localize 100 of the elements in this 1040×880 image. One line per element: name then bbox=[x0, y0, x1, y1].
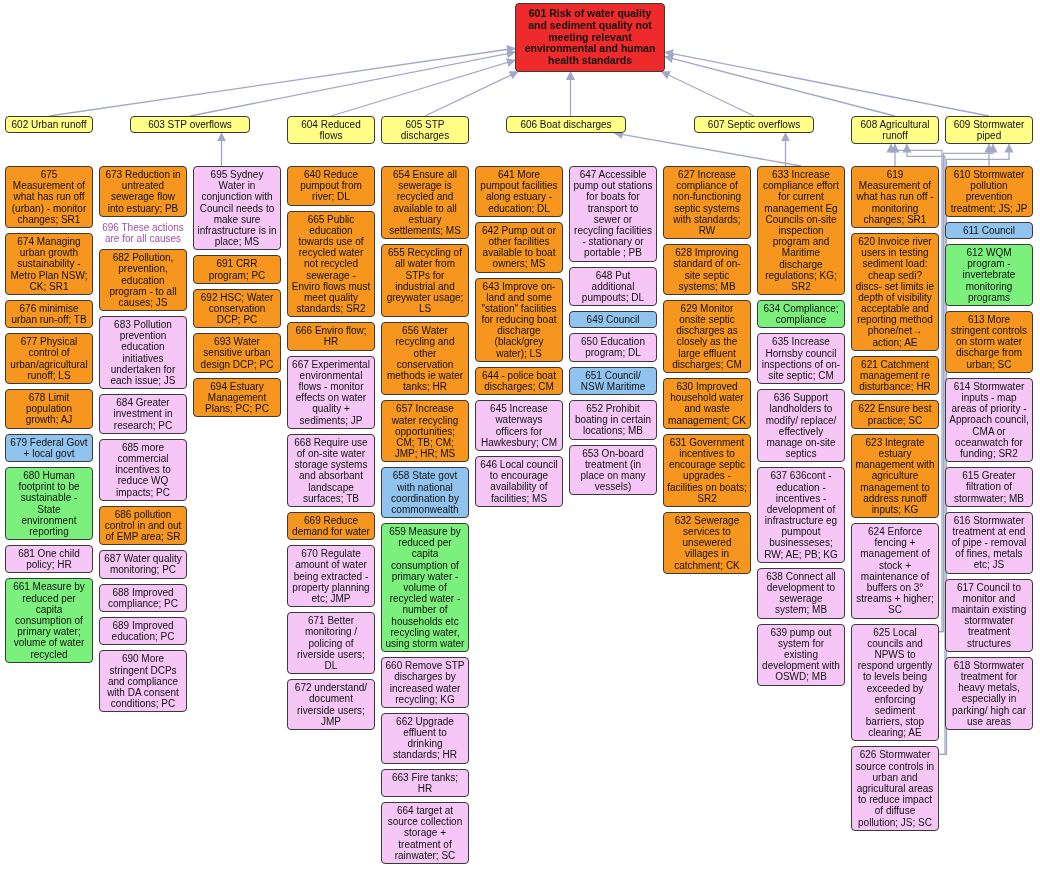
action-box: 684 Greater investment in research; PC bbox=[99, 394, 187, 434]
action-box: 674 Managing urban growth sustainability - Metro Plan NSW; CK; SR1 bbox=[5, 232, 93, 295]
action-box: 629 Monitor onsite septic discharges as closely as the large effluent discharges; CM bbox=[663, 299, 751, 373]
arrow bbox=[330, 58, 516, 117]
action-box: 683 Pollution prevention education initiatives undertaken for each issue; JS bbox=[99, 316, 187, 390]
action-box: 640 Reduce pumpout from river; DL bbox=[287, 166, 375, 206]
action-box: 643 Improve on-land and some "station" facilities for reducing boat discharge (black/grey water); LS bbox=[475, 277, 563, 362]
action-box: 657 Increase water recycling opportunities; CM; TB; CM; JMP; HR; MS bbox=[381, 400, 469, 463]
agency-box: 679 Federal Govt + local govt bbox=[5, 433, 93, 462]
action-box: 622 Ensure best practice; SC bbox=[851, 400, 939, 429]
action-box: 625 Local councils and NPWS to respond urgently to levels being exceeded by enforcing sediment barriers, stop clearing; AE bbox=[851, 623, 939, 742]
action-box: 619 Measurement of what has run off - monitoring changes; SR1 bbox=[851, 166, 939, 228]
action-box: 626 Stormwater source controls in urban and agricultural areas to reduce impact of diffuse pollution; JS; SC bbox=[851, 746, 939, 831]
arrow bbox=[902, 143, 946, 756]
action-box: 646 Local council to encourage availability of facilities; MS bbox=[475, 455, 563, 507]
action-box: 639 pump out system for existing development with OSWD; MB bbox=[757, 623, 845, 686]
action-box: 656 Water recycling and other conservation methods ie water tanks; HR bbox=[381, 322, 469, 396]
action-box: 635 Increase Hornsby council inspections of on-site septic; CM bbox=[757, 333, 845, 385]
agency-box: 651 Council/ NSW Maritime bbox=[569, 366, 657, 395]
action-box: 630 Improved household water and waste management; CK bbox=[663, 378, 751, 429]
cause-box: 608 Agricultural runoff bbox=[851, 116, 939, 145]
action-box: 644 - police boat discharges; CM bbox=[475, 366, 563, 396]
action-box: 669 Reduce demand for water bbox=[287, 511, 375, 541]
agency-box: 611 Council bbox=[945, 221, 1033, 239]
action-box: 652 Prohibit boating in certain locations; MB bbox=[569, 400, 657, 440]
action-box: 627 Increase compliance of non-functioning septic systems with standards; RW bbox=[663, 166, 751, 240]
action-box: 631 Government incentives to encourage septic upgrades - facilities on boats; SR2 bbox=[663, 433, 751, 507]
arrow bbox=[424, 71, 519, 117]
cause-box: 604 Reduced flows bbox=[287, 116, 375, 145]
action-box: 632 Sewerage services to unsewered villages in catchment; CK bbox=[663, 511, 751, 574]
arrow bbox=[890, 143, 900, 167]
action-box: 636 Support landholders to modify/ replace/ effectively manage on-site septics bbox=[757, 389, 845, 463]
note: 696 These actions are for all causes bbox=[101, 221, 185, 245]
action-box: 628 Improving standard of on-site septic systems; MB bbox=[663, 244, 751, 295]
cause-box: 609 Stormwater piped bbox=[945, 116, 1033, 145]
action-box: 641 More pumpout facilities along estuary - education; DL bbox=[475, 166, 563, 217]
action-box: 675 Measurement of what has run off (urban) - monitor changes; SR1 bbox=[5, 166, 93, 228]
action-box: 682 Pollution, prevention, education program - to all causes; JS bbox=[99, 249, 187, 312]
action-box: 614 Stormwater inputs - map areas of priority - Approach council, CMA or oceanwatch for funding; SR2 bbox=[945, 377, 1033, 463]
agency-box: 649 Council bbox=[569, 311, 657, 329]
cause-box: 607 Septic overflows bbox=[694, 116, 814, 134]
arrow bbox=[565, 70, 576, 117]
measure-box: 659 Measure by reduced per capita consumption of primary water - volume of recycled water - number of households etc recycling water, using storm water bbox=[381, 523, 469, 653]
action-box: 677 Physical control of urban/agricultural runoff; LS bbox=[5, 333, 93, 384]
action-box: 620 Invoice river users in testing sediment load: cheap sedi? discs- set limits ie depth of visibility acceptable and reporting method phone/net→ action; AE bbox=[851, 232, 939, 351]
measure-box: 634 Compliance; compliance bbox=[757, 300, 845, 329]
cause-box: 602 Urban runoff bbox=[5, 116, 93, 134]
action-box: 655 Recycling of all water from STPs for industrial and greywater usage; LS bbox=[381, 244, 469, 318]
action-box: 610 Stormwater pollution prevention treatment; JS; JP bbox=[945, 166, 1033, 217]
arrow bbox=[938, 143, 1014, 756]
action-box: 670 Regulate amount of water being extracted - property planning etc; JMP bbox=[287, 545, 375, 608]
arrow bbox=[780, 132, 791, 167]
arrow bbox=[664, 49, 990, 117]
action-box: 692 HSC; Water conservation DCP; PC bbox=[193, 288, 281, 329]
action-box: 638 Connect all development to sewerage system; MB bbox=[757, 567, 845, 619]
action-box: 672 understand/ document riverside users; JMP bbox=[287, 679, 375, 730]
action-box: 693 Water sensitive urban design DCP; PC bbox=[193, 333, 281, 373]
arrow bbox=[938, 143, 998, 633]
arrow bbox=[216, 132, 227, 167]
action-box: 695 Sydney Water in conjunction with Council needs to make sure infrastructure is in place; MS bbox=[193, 166, 281, 251]
action-box: 653 On-board treatment (in place on many vessels) bbox=[569, 444, 657, 496]
cause-box: 605 STP discharges bbox=[381, 116, 469, 145]
arrow bbox=[984, 143, 994, 167]
action-box: 686 pollution control in and out of EMP area; SR bbox=[99, 505, 187, 546]
action-box: 650 Education program; DL bbox=[569, 333, 657, 362]
action-box: 633 Increase compliance effort for current management Eg Councils on-site inspection program and Maritime discharge regulations; KG; SR2 bbox=[757, 166, 845, 296]
action-box: 691 CRR program; PC bbox=[193, 255, 281, 284]
action-box: 647 Accessible pump out stations for boats for transport to sewer or recycling facilities - stationary or portable ; PB bbox=[569, 166, 657, 262]
action-box: 654 Ensure all sewerage is recycled and available to all estuary settlements; MS bbox=[381, 166, 469, 240]
action-box: 616 Stormwater treatment at end of pipe - removal of fines, metals etc; JS bbox=[945, 511, 1033, 574]
agency-box: 658 State govt with national coordination by commonwealth bbox=[381, 467, 469, 519]
arrow bbox=[886, 143, 943, 633]
action-box: 624 Enforce fencing + management of stock + maintenance of buffers on 3° streams + higher; SC bbox=[851, 523, 939, 619]
action-box: 685 more commercial incentives to reduce WQ impacts; PC bbox=[99, 438, 187, 501]
action-box: 690 More stringent DCPs and compliance with DA consent conditions; PC bbox=[99, 650, 187, 713]
action-box: 689 Improved education; PC bbox=[99, 617, 187, 646]
action-box: 660 Remove STP discharges by increased water recycling; KG bbox=[381, 657, 469, 708]
action-box: 648 Put additional pumpouts; DL bbox=[569, 266, 657, 307]
action-box: 617 Council to monitor and maintain existing stormwater treatment structures bbox=[945, 578, 1033, 652]
cause-box: 606 Boat discharges bbox=[506, 116, 626, 134]
action-box: 618 Stormwater treatment for heavy metals, especially in parking/ high car use areas bbox=[945, 656, 1033, 730]
arrow bbox=[660, 71, 755, 117]
action-box: 667 Experimental environmental flows - monitor effects on water quality + sediments; JP bbox=[287, 355, 375, 429]
action-box: 645 Increase waterways officers for Hawkesbury; CM bbox=[475, 400, 563, 451]
action-box: 637 636cont - education - incentives - development of infrastructure eg pumpout businesseses; RW; AE; PB; KG bbox=[757, 467, 845, 563]
arrow bbox=[664, 54, 896, 117]
action-box: 623 Integrate estuary management with agriculture management to address runoff inputs; KG bbox=[851, 433, 939, 519]
action-box: 671 Better monitoring / policing of riverside users; DL bbox=[287, 612, 375, 675]
action-box: 642 Pump out or other facilities available to boat owners; MS bbox=[475, 221, 563, 273]
action-box: 663 Fire tanks; HR bbox=[381, 768, 469, 797]
action-box: 621 Catchment management re disturbance; HR bbox=[851, 355, 939, 396]
action-box: 676 minimise urban run-off; TB bbox=[5, 299, 93, 329]
action-box: 687 Water quality monitoring; PC bbox=[99, 550, 187, 579]
action-box: 662 Upgrade effluent to drinking standards; HR bbox=[381, 712, 469, 764]
measure-box: 661 Measure by reduced per capita consumption of primary water; volume of water recycled bbox=[5, 578, 93, 663]
risk-box: 601 Risk of water quality and sediment quality not meeting relevant environmental and human health standards bbox=[515, 3, 665, 72]
arrow bbox=[189, 49, 516, 117]
measure-box: 680 Human footprint to be sustainable - State environment reporting bbox=[5, 466, 93, 541]
action-box: 613 More stringent controls on storm water discharge from urban; SC bbox=[945, 310, 1033, 373]
action-box: 681 One child policy; HR bbox=[5, 545, 93, 574]
